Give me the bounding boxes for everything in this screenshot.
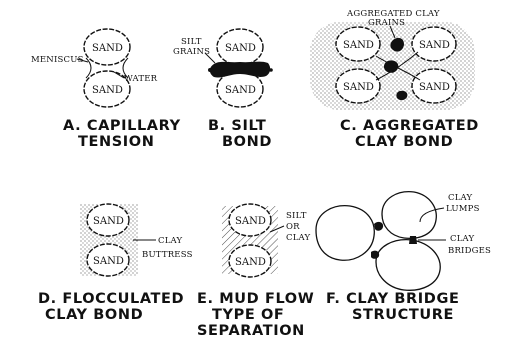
panel-a-caption-line1: A. CAPILLARY xyxy=(63,118,181,134)
panel-b-caption-line1: B. SILT xyxy=(208,118,266,134)
panel-c-aggregated-clay-bond: SAND SAND SAND SAND AGGREGATED CLAY GRAI… xyxy=(310,9,479,150)
panel-f-clay-lump xyxy=(371,250,380,259)
panel-d-grain-top-label: SAND xyxy=(93,216,124,227)
panel-c-grain-label: SAND xyxy=(343,40,374,51)
panel-b-grain-top xyxy=(216,28,264,66)
panel-b-silt-label-line1: SILT xyxy=(181,37,202,47)
panel-c-aggregated-leader xyxy=(389,25,396,39)
panel-c-grain-top-right xyxy=(411,26,457,62)
panel-b-silt-bond: SAND SAND SILT GRAINS B. SILT BOND xyxy=(173,28,273,150)
panel-f-caption-line1: F. CLAY BRIDGE xyxy=(326,291,459,307)
panel-b-silt-speck xyxy=(269,68,273,72)
panel-c-grain-label: SAND xyxy=(419,40,450,51)
panel-a-capillary-tension: SAND SAND MENISCUS WATER A. CAPILLARY TE… xyxy=(31,28,181,150)
panel-b-silt-leader xyxy=(204,52,216,64)
panel-f-clay-lump xyxy=(374,221,384,231)
panel-e-caption-line3: SEPARATION xyxy=(197,323,305,339)
panel-d-caption-line1: D. FLOCCULATED xyxy=(38,291,184,307)
panel-f-grain-left xyxy=(315,205,375,261)
panel-f-clay-bridge xyxy=(409,236,417,244)
panel-e-caption-line2: TYPE OF xyxy=(212,307,284,323)
panel-e-grain-top xyxy=(228,203,272,237)
panel-a-grain-top xyxy=(83,28,131,66)
panel-e-grain-top-label: SAND xyxy=(235,216,266,227)
panel-a-meniscus-leader xyxy=(76,58,89,63)
panel-a-grain-bottom xyxy=(83,70,131,108)
panel-f-clay-bridge-structure: CLAY LUMPS CLAY BRIDGES F. CLAY BRIDGE S… xyxy=(315,191,491,323)
panel-f-lumps-leader xyxy=(419,207,445,223)
panel-d-grain-bottom-label: SAND xyxy=(93,256,124,267)
panel-d-grain-top xyxy=(86,203,130,237)
panel-c-grain-top-left xyxy=(335,26,381,62)
panel-a-meniscus-left xyxy=(85,57,92,79)
panel-d-clay-label-line1: CLAY xyxy=(158,236,183,246)
panel-e-silt-label-line2: OR xyxy=(286,222,300,232)
panel-f-caption-line2: STRUCTURE xyxy=(352,307,454,323)
panel-c-clay-aggregate xyxy=(396,90,408,101)
panel-e-grain-bottom xyxy=(228,244,272,278)
panel-c-grain-bottom-left xyxy=(335,68,381,104)
panel-f-bridges-label-line2: BRIDGES xyxy=(448,246,491,256)
panel-c-clay-streak xyxy=(375,51,419,81)
panel-f-bridges-label-line1: CLAY xyxy=(450,234,475,244)
panel-e-silt-label-line1: SILT xyxy=(286,211,307,221)
panel-c-caption-line1: C. AGGREGATED xyxy=(340,118,479,134)
panel-e-grain-bottom-label: SAND xyxy=(235,257,266,268)
panel-b-grain-bottom-label: SAND xyxy=(225,85,256,96)
panel-f-lumps-label-line1: CLAY xyxy=(448,193,473,203)
panel-c-aggregated-label-line2: GRAINS xyxy=(368,18,405,28)
panel-a-grain-top-label: SAND xyxy=(92,43,123,54)
panel-a-water-leader xyxy=(113,71,125,79)
panel-b-silt-speck xyxy=(208,68,212,72)
panel-a-grain-bottom-label: SAND xyxy=(92,85,123,96)
panel-d-flocculated-clay-bond: SAND SAND CLAY BUTTRESS D. FLOCCULATED C… xyxy=(38,203,193,323)
panel-b-caption-line2: BOND xyxy=(222,134,272,150)
panel-d-clay-label-line2: BUTTRESS xyxy=(142,250,193,260)
panel-d-caption-line2: CLAY BOND xyxy=(45,307,143,323)
panel-b-grain-top-label: SAND xyxy=(225,43,256,54)
panel-e-caption-line1: E. MUD FLOW xyxy=(197,291,314,307)
panel-c-clay-streak xyxy=(375,55,421,81)
panel-c-clay-aggregate xyxy=(390,37,404,52)
panel-c-grain-label: SAND xyxy=(419,82,450,93)
panel-e-silt-leader xyxy=(269,225,285,233)
panel-f-grain-top-right xyxy=(381,191,437,240)
panel-e-silt-label-line3: CLAY xyxy=(286,233,311,243)
panel-a-meniscus-right xyxy=(122,57,129,79)
panel-d-grain-bottom xyxy=(86,243,130,277)
panel-e-mud-flow-separation: SAND SAND SILT OR CLAY E. MUD FLOW TYPE … xyxy=(197,203,314,339)
panel-a-water-label: WATER xyxy=(124,74,158,84)
panel-b-silt-band xyxy=(209,61,271,78)
panel-f-lumps-label-line2: LUMPS xyxy=(446,204,480,214)
panel-f-grain-bottom-right xyxy=(375,239,441,291)
panel-a-meniscus-label: MENISCUS xyxy=(31,55,84,65)
panel-a-caption-line2: TENSION xyxy=(78,134,154,150)
panel-c-aggregated-label-line1: AGGREGATED CLAY xyxy=(346,9,440,19)
panel-c-caption-line2: CLAY BOND xyxy=(355,134,453,150)
panel-c-grain-bottom-right xyxy=(411,68,457,104)
panel-b-silt-label-line2: GRAINS xyxy=(173,47,210,57)
panel-c-grain-label: SAND xyxy=(343,82,374,93)
